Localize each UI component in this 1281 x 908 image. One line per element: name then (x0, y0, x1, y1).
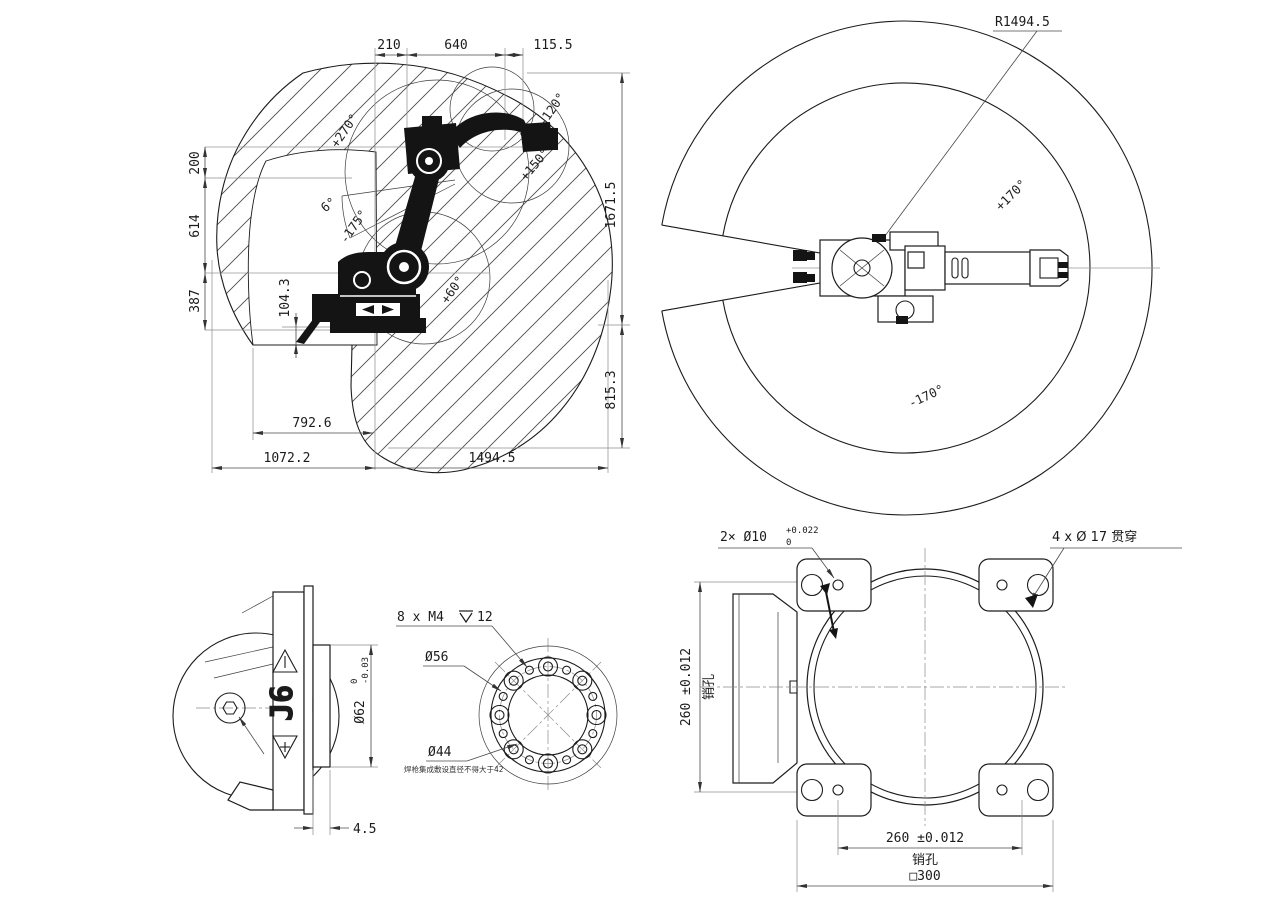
base-dim-v-sub: 销孔 (702, 674, 717, 700)
dim-387: 387 (188, 289, 203, 312)
lug-bottom-right (978, 763, 1054, 817)
dim-115-5: 115.5 (533, 38, 572, 53)
dim-104-3: 104.3 (278, 278, 293, 317)
pin-label: 2× Ø10 (720, 530, 767, 545)
dim-flange-dia: Ø62 (353, 700, 368, 723)
j2-motion-circle (344, 79, 530, 265)
dia56-label: Ø56 (425, 650, 448, 665)
side-view: 210 640 115.5 200 614 387 104.3 1671.5 8… (188, 38, 630, 474)
lug-top-left (796, 558, 872, 612)
angle-6: 6° (318, 194, 339, 215)
dim-4-5: 4.5 (353, 822, 376, 837)
radius-label: R1494.5 (995, 15, 1050, 30)
depth-symbol-icon (459, 610, 473, 624)
axis-label-j6: J6 (265, 685, 300, 721)
pin-holes-10 (832, 579, 1008, 796)
dim-flange-tol-dn: -0.03 (361, 657, 371, 684)
angle-plus-170: +170° (992, 176, 1029, 213)
bolt-depth-value: 12 (477, 610, 493, 625)
dim-614: 614 (188, 214, 203, 238)
lug-top-right (978, 558, 1054, 612)
dim-flange-tol-up: 0 (350, 679, 360, 684)
dim-1671-5: 1671.5 (604, 182, 619, 229)
robot-top-silhouette (793, 231, 1069, 324)
wrist-motion-circle-minus (449, 66, 535, 152)
wrist-view: J6 Ø62 0 -0.03 4.5 (172, 585, 618, 837)
dim-815-3: 815.3 (604, 370, 619, 409)
angle-minus-170: -170° (906, 381, 946, 411)
base-dim-b1-sub: 销孔 (912, 853, 938, 868)
dim-210: 210 (377, 38, 400, 53)
wrist-foot (227, 781, 274, 811)
dim-1494-5: 1494.5 (469, 451, 516, 466)
bolt-heads (489, 656, 607, 774)
hub-circle (214, 692, 246, 724)
dim-1072-2: 1072.2 (264, 451, 311, 466)
top-view: R1494.5 +170° -170° (661, 15, 1160, 516)
jog-plus-icon (272, 648, 298, 673)
lug-bottom-left (796, 763, 872, 817)
base-dim-square: □300 (909, 869, 940, 884)
bolt-spec-label: 8 x M4 (397, 610, 444, 625)
robot-side-silhouette (296, 112, 558, 344)
thru-label: 4 x Ø 17 贯穿 (1052, 529, 1137, 545)
dim-200: 200 (188, 151, 203, 174)
dim-640: 640 (444, 38, 467, 53)
flange-stub (312, 644, 331, 768)
wrist-body (272, 591, 305, 811)
m4-holes (498, 665, 598, 765)
pin-tol-dn: 0 (786, 538, 791, 548)
hub-hex (222, 701, 238, 715)
thru-holes-17 (800, 573, 1050, 802)
jog-minus-icon (272, 735, 298, 760)
base-side-profile (732, 593, 798, 784)
pin-tol-up: +0.022 (786, 526, 819, 536)
base-dim-b1: 260 ±0.012 (886, 831, 964, 846)
base-dim-v: 260 ±0.012 (679, 648, 694, 726)
mount-plate (303, 585, 314, 815)
base-view: 2× Ø10 +0.022 0 4 x Ø 17 贯穿 260 ±0.012 销… (679, 526, 1182, 892)
flange-note: 焊枪集成敷设直径不得大于42 (404, 764, 504, 774)
dim-792-6: 792.6 (292, 416, 331, 431)
dia44-label: Ø44 (428, 745, 452, 760)
